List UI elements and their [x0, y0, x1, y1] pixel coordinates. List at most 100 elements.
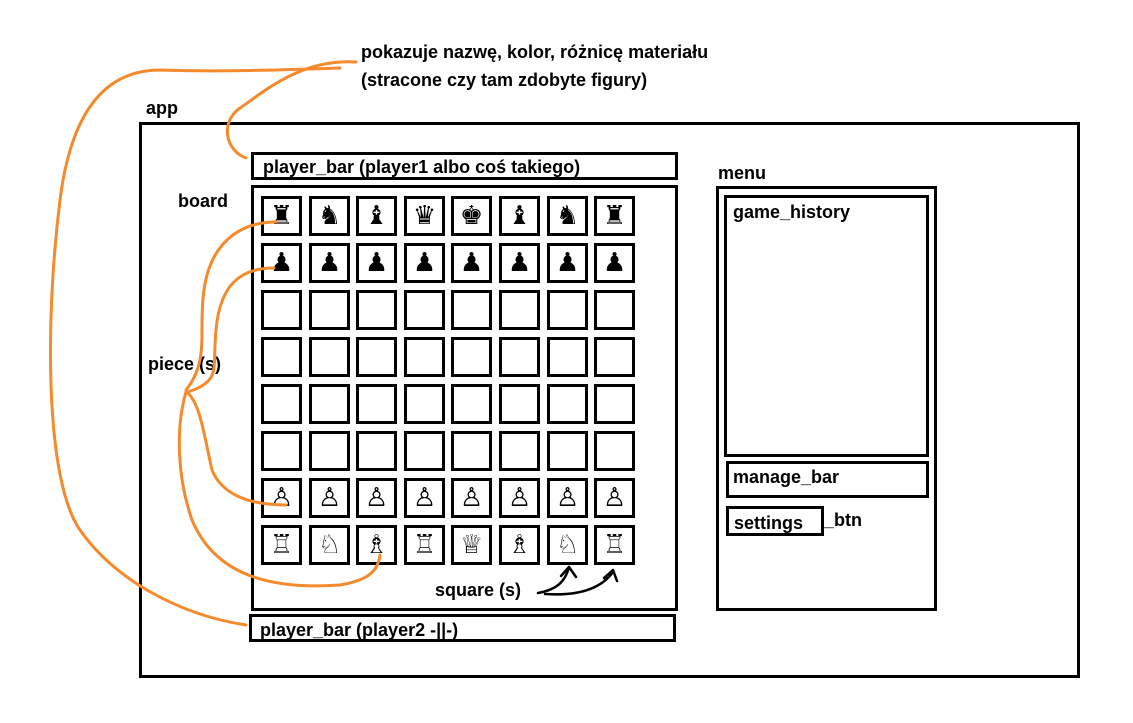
board-square[interactable] — [594, 431, 635, 471]
board-square[interactable]: ♚ — [451, 196, 492, 236]
board-square[interactable] — [451, 384, 492, 424]
chess-piece[interactable]: ♗ — [507, 530, 532, 560]
chess-piece[interactable]: ♟ — [555, 248, 580, 278]
board-square[interactable]: ♟ — [356, 243, 397, 283]
board-square[interactable] — [356, 431, 397, 471]
chess-piece[interactable]: ♜ — [269, 201, 294, 231]
board-square[interactable]: ♖ — [261, 525, 302, 565]
board-square[interactable]: ♙ — [547, 478, 588, 518]
chess-piece[interactable]: ♙ — [269, 483, 294, 513]
game-history-panel[interactable]: game_history — [724, 195, 929, 457]
board-square[interactable] — [404, 384, 445, 424]
board-square[interactable] — [499, 290, 540, 330]
board-square[interactable]: ♙ — [309, 478, 350, 518]
board-square[interactable]: ♙ — [451, 478, 492, 518]
board-square[interactable] — [499, 337, 540, 377]
board-square[interactable]: ♛ — [404, 196, 445, 236]
board-square[interactable] — [594, 337, 635, 377]
board-square[interactable]: ♞ — [309, 196, 350, 236]
chess-piece[interactable]: ♖ — [412, 530, 437, 560]
chess-piece[interactable]: ♗ — [364, 530, 389, 560]
chess-piece[interactable]: ♖ — [602, 530, 627, 560]
board-square[interactable] — [261, 431, 302, 471]
chess-piece[interactable]: ♚ — [459, 201, 484, 231]
chess-piece[interactable]: ♛ — [412, 201, 437, 231]
board-square[interactable]: ♙ — [356, 478, 397, 518]
chess-piece[interactable]: ♙ — [412, 483, 437, 513]
board-square[interactable] — [261, 384, 302, 424]
chess-piece[interactable]: ♟ — [412, 248, 437, 278]
board-square[interactable] — [309, 431, 350, 471]
chess-piece[interactable]: ♟ — [269, 248, 294, 278]
board-square[interactable]: ♙ — [499, 478, 540, 518]
board-square[interactable]: ♝ — [499, 196, 540, 236]
board-square[interactable] — [547, 337, 588, 377]
board-square[interactable]: ♜ — [261, 196, 302, 236]
board-square[interactable]: ♘ — [309, 525, 350, 565]
manage-bar[interactable]: manage_bar — [726, 461, 929, 498]
board-square[interactable] — [499, 431, 540, 471]
board-square[interactable]: ♜ — [594, 196, 635, 236]
board-square[interactable]: ♖ — [404, 525, 445, 565]
board-square[interactable]: ♟ — [547, 243, 588, 283]
board-square[interactable] — [594, 290, 635, 330]
board-square[interactable] — [451, 290, 492, 330]
board-square[interactable]: ♟ — [451, 243, 492, 283]
chess-piece[interactable]: ♘ — [317, 530, 342, 560]
board-square[interactable] — [404, 290, 445, 330]
chess-piece[interactable]: ♜ — [602, 201, 627, 231]
chess-piece[interactable]: ♘ — [555, 530, 580, 560]
board-square[interactable]: ♟ — [309, 243, 350, 283]
board-square[interactable]: ♟ — [261, 243, 302, 283]
chess-piece[interactable]: ♟ — [317, 248, 342, 278]
board-square[interactable]: ♟ — [594, 243, 635, 283]
board-square[interactable]: ♖ — [594, 525, 635, 565]
board-square[interactable] — [261, 290, 302, 330]
board-square[interactable] — [499, 384, 540, 424]
board-square[interactable]: ♘ — [547, 525, 588, 565]
board-square[interactable]: ♟ — [404, 243, 445, 283]
chess-piece[interactable]: ♟ — [602, 248, 627, 278]
board-square[interactable]: ♙ — [594, 478, 635, 518]
board-square[interactable] — [356, 384, 397, 424]
chess-piece[interactable]: ♙ — [602, 483, 627, 513]
player-bar-bottom: player_bar (player2 -||-) — [249, 614, 676, 642]
board-square[interactable] — [547, 290, 588, 330]
chess-piece[interactable]: ♞ — [555, 201, 580, 231]
board-square[interactable] — [547, 384, 588, 424]
board-square[interactable] — [404, 337, 445, 377]
board-square[interactable] — [309, 290, 350, 330]
chess-piece[interactable]: ♕ — [459, 530, 484, 560]
chess-piece[interactable]: ♟ — [364, 248, 389, 278]
board-square[interactable] — [356, 290, 397, 330]
settings-button[interactable]: settings — [726, 506, 824, 536]
board-square[interactable]: ♙ — [261, 478, 302, 518]
board-square[interactable] — [594, 384, 635, 424]
chess-piece[interactable]: ♙ — [317, 483, 342, 513]
board-square[interactable] — [309, 337, 350, 377]
board-square[interactable] — [404, 431, 445, 471]
chess-piece[interactable]: ♙ — [507, 483, 532, 513]
board-square[interactable] — [356, 337, 397, 377]
chess-piece[interactable]: ♟ — [507, 248, 532, 278]
board-square[interactable] — [261, 337, 302, 377]
chess-piece[interactable]: ♞ — [317, 201, 342, 231]
chess-piece[interactable]: ♖ — [269, 530, 294, 560]
board-square[interactable] — [309, 384, 350, 424]
board-square[interactable] — [451, 337, 492, 377]
board-square[interactable]: ♕ — [451, 525, 492, 565]
chess-piece[interactable]: ♝ — [507, 201, 532, 231]
chess-piece[interactable]: ♝ — [364, 201, 389, 231]
board-square[interactable]: ♗ — [356, 525, 397, 565]
board-square[interactable] — [547, 431, 588, 471]
board-square[interactable]: ♝ — [356, 196, 397, 236]
chess-piece[interactable]: ♙ — [555, 483, 580, 513]
chess-piece[interactable]: ♙ — [364, 483, 389, 513]
board-square[interactable]: ♞ — [547, 196, 588, 236]
chess-piece[interactable]: ♙ — [459, 483, 484, 513]
board-square[interactable] — [451, 431, 492, 471]
board-square[interactable]: ♙ — [404, 478, 445, 518]
chess-piece[interactable]: ♟ — [459, 248, 484, 278]
board-square[interactable]: ♟ — [499, 243, 540, 283]
board-square[interactable]: ♗ — [499, 525, 540, 565]
